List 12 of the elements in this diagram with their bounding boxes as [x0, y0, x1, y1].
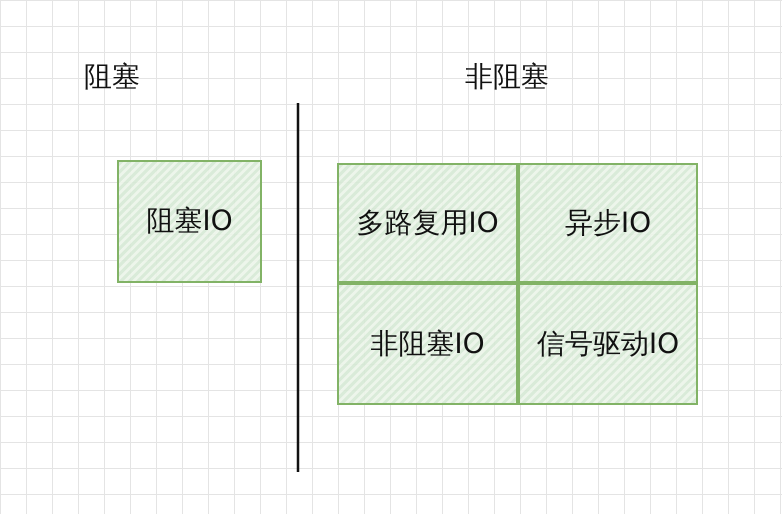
box-label: 非阻塞IO	[369, 326, 486, 362]
box-label: 阻塞IO	[145, 203, 234, 240]
hatched-box	[518, 163, 698, 283]
box-label: 异步IO	[564, 204, 652, 241]
box-label: 多路复用IO	[355, 204, 500, 241]
hatched-box	[518, 283, 698, 405]
column-heading: 非阻塞	[465, 59, 549, 95]
hatched-box	[117, 160, 262, 283]
column-heading: 阻塞	[84, 59, 140, 95]
box-label: 信号驱动IO	[536, 326, 680, 362]
hatched-box	[337, 283, 518, 405]
hatched-box	[337, 163, 518, 283]
